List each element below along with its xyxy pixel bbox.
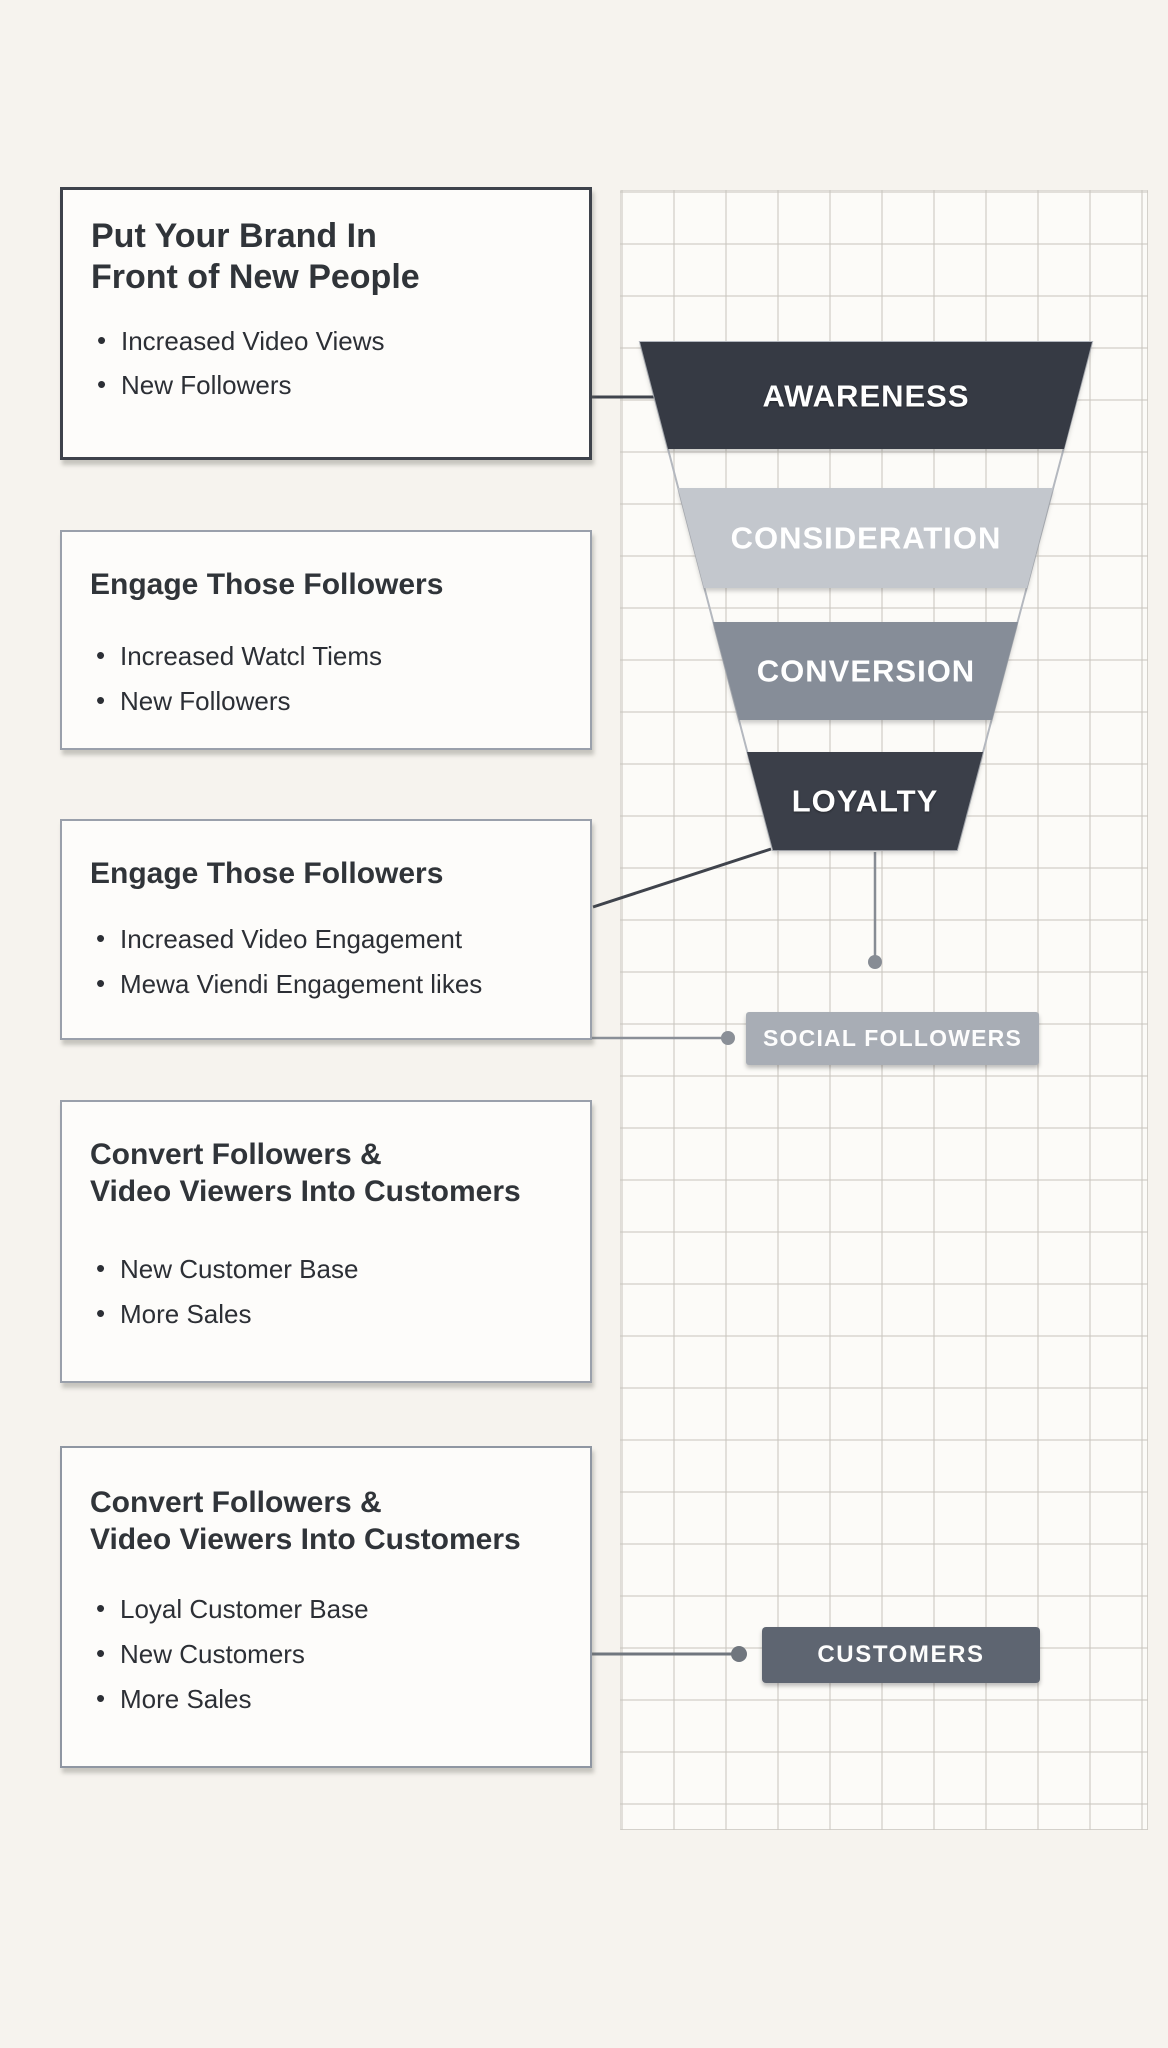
box-title: Convert Followers & Video Viewers Into C…	[90, 1136, 562, 1210]
box-bullets: Increased Watcl Tiems New Followers	[90, 638, 562, 720]
funnel-stage-consideration	[678, 488, 1053, 588]
info-box-convert-1: Convert Followers & Video Viewers Into C…	[60, 1100, 592, 1383]
box-title-line: Engage Those Followers	[90, 857, 444, 890]
box-title: Put Your Brand In Front of New People	[91, 216, 561, 298]
box-title-line: Video Viewers Into Customers	[90, 1175, 521, 1209]
connector-dot-social-followers	[721, 1031, 735, 1045]
info-box-awareness: Put Your Brand In Front of New People In…	[60, 187, 592, 460]
bullet-item: More Sales	[90, 1296, 562, 1333]
bullet-item: New Customers	[90, 1636, 562, 1673]
box-title-line: Put Your Brand In	[91, 217, 377, 255]
box-title-line: Engage Those Followers	[90, 568, 444, 601]
bullet-item: New Followers	[90, 683, 562, 720]
social-followers-badge: SOCIAL FOLLOWERS	[746, 1012, 1039, 1065]
info-box-engage-2: Engage Those Followers Increased Video E…	[60, 819, 592, 1040]
box-title-line: Convert Followers &	[90, 1486, 382, 1519]
box-title-line: Convert Followers &	[90, 1138, 382, 1171]
box-bullets: Increased Video Views New Followers	[91, 323, 561, 405]
box-bullets: Loyal Customer Base New Customers More S…	[90, 1591, 562, 1718]
box-bullets: New Customer Base More Sales	[90, 1251, 562, 1333]
bullet-item: Increased Video Views	[91, 323, 561, 360]
funnel-label-awareness: AWARENESS	[762, 379, 969, 414]
connector-box3-loyalty	[592, 847, 772, 909]
bullet-item: Increased Video Engagement	[90, 921, 562, 958]
box-title: Engage Those Followers	[90, 566, 562, 603]
funnel-stage-loyalty	[747, 752, 983, 850]
funnel-stage-conversion	[713, 622, 1018, 720]
box-bullets: Increased Video Engagement Mewa Viendi E…	[90, 921, 562, 1003]
box-title-line: Video Viewers Into Customers	[90, 1523, 521, 1557]
bullet-item: Increased Watcl Tiems	[90, 638, 562, 675]
funnel-label-conversion: CONVERSION	[757, 654, 975, 689]
funnel-label-consideration: CONSIDERATION	[731, 521, 1002, 556]
bullet-item: New Followers	[91, 367, 561, 404]
box-title-line: Front of New People	[91, 257, 420, 296]
bullet-item: More Sales	[90, 1681, 562, 1718]
box-title: Engage Those Followers	[90, 855, 562, 892]
box-title: Convert Followers & Video Viewers Into C…	[90, 1484, 562, 1558]
info-box-engage-1: Engage Those Followers Increased Watcl T…	[60, 530, 592, 750]
connector-dot-loyalty	[868, 955, 882, 969]
bullet-item: Loyal Customer Base	[90, 1591, 562, 1628]
bullet-item: New Customer Base	[90, 1251, 562, 1288]
bullet-item: Mewa Viendi Engagement likes	[90, 966, 562, 1003]
connector-dot-customers	[731, 1646, 747, 1662]
funnel-label-loyalty: LOYALTY	[792, 784, 939, 819]
customers-badge: CUSTOMERS	[762, 1627, 1040, 1683]
funnel-stage-awareness	[640, 342, 1092, 449]
info-box-convert-2: Convert Followers & Video Viewers Into C…	[60, 1446, 592, 1768]
